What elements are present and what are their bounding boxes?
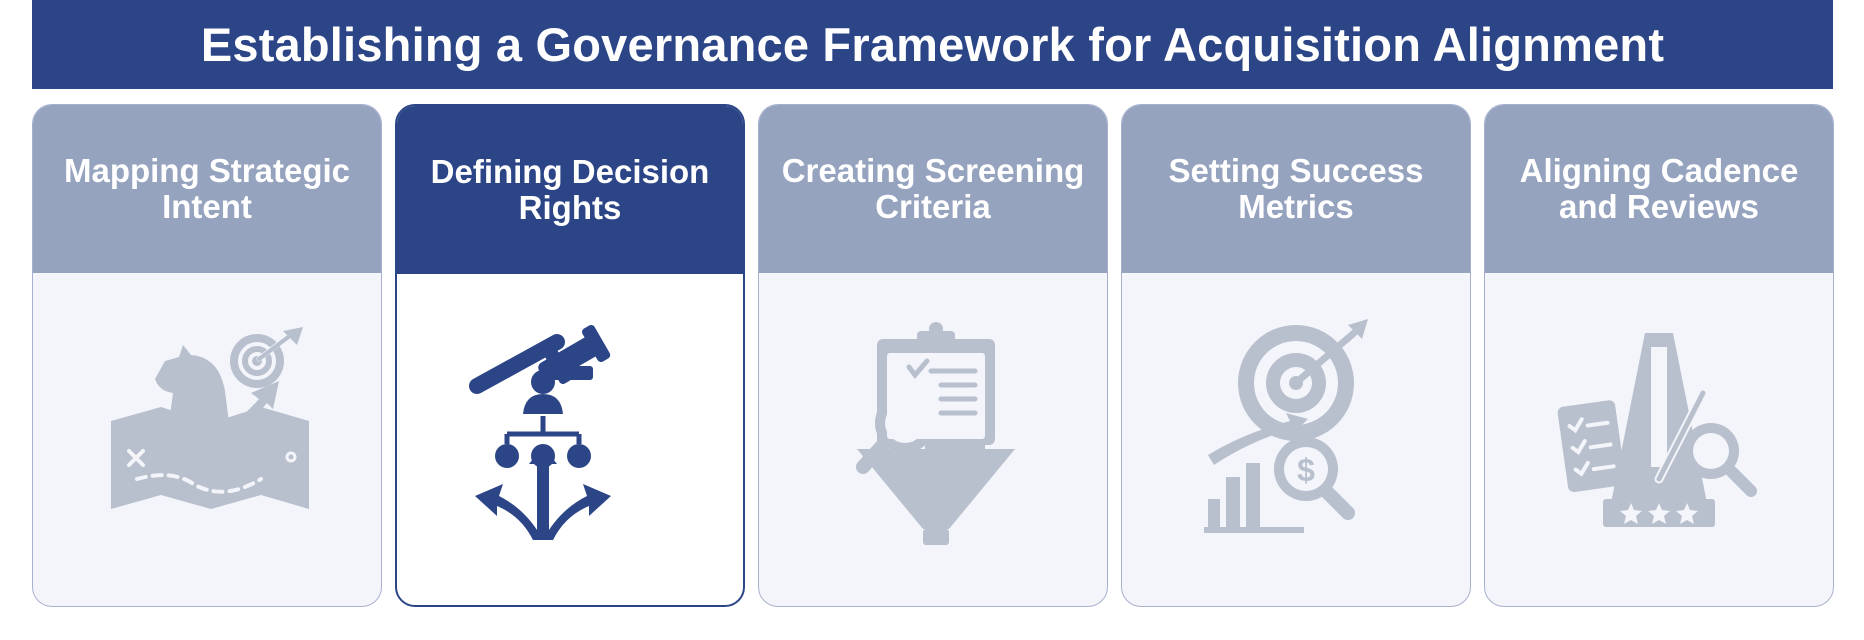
step-card-defining-decision-rights: Defining Decision Rights xyxy=(395,104,745,607)
step-card-body xyxy=(33,273,381,606)
svg-text:$: $ xyxy=(1297,452,1315,488)
step-card-header: Mapping Strategic Intent xyxy=(33,105,381,273)
step-card-setting-success-metrics: Setting Success Metrics xyxy=(1121,104,1471,607)
step-card-header: Setting Success Metrics xyxy=(1122,105,1470,273)
step-card-label: Creating Screening Criteria xyxy=(781,152,1085,225)
step-card-label: Mapping Strategic Intent xyxy=(63,152,351,225)
step-card-label: Setting Success Metrics xyxy=(1168,152,1424,225)
clipboard-funnel-magnifier-icon xyxy=(856,322,1015,545)
metronome-checklist-stars-icon xyxy=(1557,333,1757,527)
step-card-label: Defining Decision Rights xyxy=(430,153,710,226)
step-card-header: Defining Decision Rights xyxy=(397,106,743,274)
step-card-header: Creating Screening Criteria xyxy=(759,105,1107,273)
step-card-header: Aligning Cadence and Reviews xyxy=(1485,105,1833,273)
step-card-aligning-cadence-and-reviews: Aligning Cadence and Reviews xyxy=(1484,104,1834,607)
step-card-body: $ xyxy=(1122,273,1470,606)
page-title: Establishing a Governance Framework for … xyxy=(200,18,1665,71)
step-card-creating-screening-criteria: Creating Screening Criteria xyxy=(758,104,1108,607)
target-growth-dollar-icon: $ xyxy=(1204,319,1368,533)
gavel-hierarchy-icon xyxy=(469,325,611,540)
step-card-body xyxy=(1485,273,1833,606)
title-banner: Establishing a Governance Framework for … xyxy=(32,0,1833,89)
step-card-label: Aligning Cadence and Reviews xyxy=(1519,152,1799,225)
step-card-mapping-strategic-intent: Mapping Strategic Intent xyxy=(32,104,382,607)
step-card-body xyxy=(397,274,743,605)
step-card-body xyxy=(759,273,1107,606)
strategy-map-knight-target-icon xyxy=(111,327,309,509)
